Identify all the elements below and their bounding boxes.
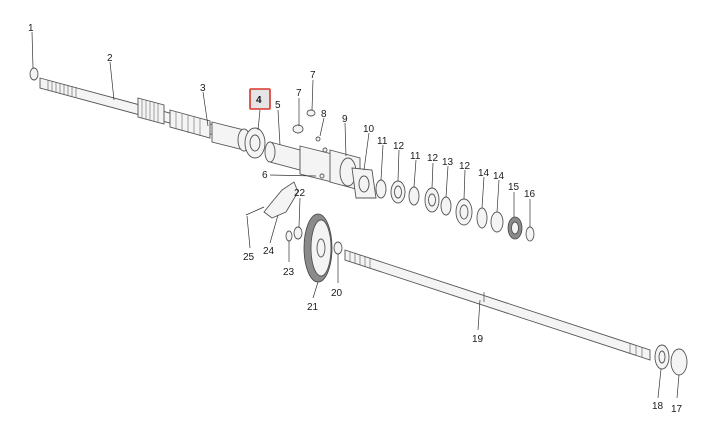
carrier-part-9 <box>299 145 361 191</box>
callout-12-c[interactable]: 12 <box>459 161 471 172</box>
washer-part-23 <box>285 230 293 242</box>
callout-10[interactable]: 10 <box>363 124 375 135</box>
callout-11-b[interactable]: 11 <box>410 151 421 162</box>
fork-part-24 <box>245 181 299 219</box>
rings-group <box>375 179 535 242</box>
callout-16[interactable]: 16 <box>524 189 536 200</box>
gear-part-21 <box>303 213 333 283</box>
fasteners <box>292 109 328 179</box>
callout-19[interactable]: 19 <box>472 334 484 345</box>
highlight-box <box>249 88 271 110</box>
washer-part-22 <box>293 226 303 240</box>
callout-12-b[interactable]: 12 <box>427 153 439 164</box>
ring-part-1 <box>29 67 39 81</box>
ring-part-20 <box>333 241 343 255</box>
callout-13[interactable]: 13 <box>442 157 454 168</box>
callout-14-a[interactable]: 14 <box>478 168 490 179</box>
callout-20[interactable]: 20 <box>331 288 343 299</box>
callout-17[interactable]: 17 <box>671 404 683 415</box>
callout-2[interactable]: 2 <box>107 53 113 64</box>
callout-12-a[interactable]: 12 <box>393 141 405 152</box>
callout-25[interactable]: 25 <box>243 252 255 263</box>
callout-3[interactable]: 3 <box>200 83 206 94</box>
housing-part-5 <box>264 141 301 171</box>
ring-part-17 <box>670 348 688 376</box>
upper-shaft <box>39 77 251 152</box>
callout-4[interactable]: 4 <box>256 95 262 106</box>
callout-5[interactable]: 5 <box>275 100 281 111</box>
callout-9[interactable]: 9 <box>342 114 348 125</box>
leader-lines <box>31 31 680 399</box>
callout-23[interactable]: 23 <box>283 267 295 278</box>
callout-11-a[interactable]: 11 <box>377 136 388 147</box>
callout-22[interactable]: 22 <box>294 188 306 199</box>
callout-8[interactable]: 8 <box>321 109 327 120</box>
callout-6[interactable]: 6 <box>262 170 268 181</box>
lower-shaft <box>344 249 651 361</box>
callout-24[interactable]: 24 <box>263 246 275 257</box>
callout-7-lower[interactable]: 7 <box>296 88 302 99</box>
bearing-part-4 <box>244 127 266 159</box>
callout-18[interactable]: 18 <box>652 401 664 412</box>
callout-7-upper[interactable]: 7 <box>310 70 316 81</box>
callout-14-b[interactable]: 14 <box>493 171 505 182</box>
callout-21[interactable]: 21 <box>307 302 319 313</box>
callout-1[interactable]: 1 <box>28 23 34 34</box>
bearing-part-18 <box>654 344 670 370</box>
callout-15[interactable]: 15 <box>508 182 520 193</box>
callout-labels: 1 2 3 4 5 6 7 7 8 9 10 11 11 12 12 12 13… <box>28 23 683 415</box>
